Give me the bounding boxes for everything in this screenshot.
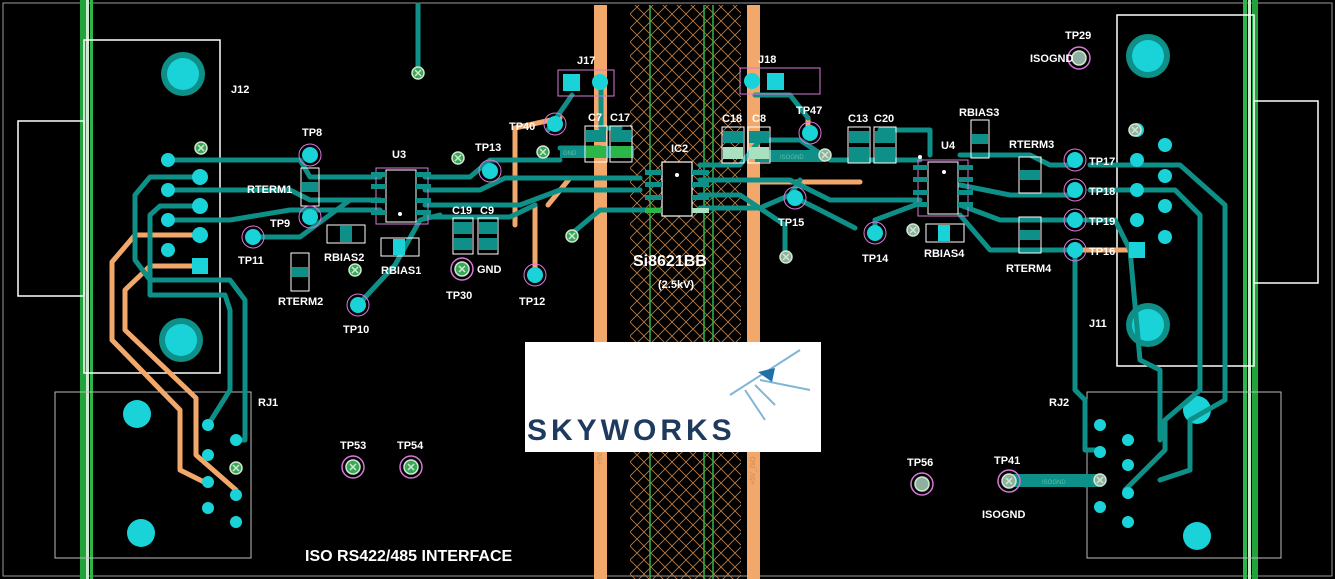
tp53-pad [341, 455, 365, 479]
label-rbias4: RBIAS4 [924, 248, 965, 260]
label-u4: U4 [941, 140, 956, 152]
connector-rj1[interactable] [54, 391, 252, 559]
tp13-pad [478, 159, 502, 183]
label-tp53: TP53 [340, 440, 366, 452]
tp17-pad [1063, 148, 1087, 172]
tp19-pad [1063, 208, 1087, 232]
label-c8: C8 [752, 113, 766, 125]
right-ground-rail [1243, 0, 1258, 579]
label-tp56: TP56 [907, 457, 933, 469]
skyworks-logo-text: SKYWORKS [527, 414, 736, 447]
label-j17: J17 [577, 55, 595, 67]
board-title: ISO RS422/485 INTERFACE [305, 548, 513, 565]
label-tp54: TP54 [397, 440, 424, 452]
silkscreen-labels: J12 J11 RJ1 RJ2 J17 J18 U3 U4 IC2 Si8621… [231, 30, 1115, 565]
tp30-pad [450, 257, 474, 281]
header-j17[interactable] [557, 69, 615, 97]
ic-u4[interactable] [913, 155, 973, 217]
label-tp18: TP18 [1089, 186, 1115, 198]
tp54-pad [399, 455, 423, 479]
tp8-pad [298, 143, 322, 167]
tp18-pad [1063, 178, 1087, 202]
label-j12: J12 [231, 84, 249, 96]
tp15-pad [783, 186, 807, 210]
label-rterm3: RTERM3 [1009, 139, 1054, 151]
ic-ic2-isolator[interactable] [645, 161, 709, 217]
label-c19: C19 [452, 205, 472, 217]
tp14-pad [863, 221, 887, 245]
label-gnd: GND [477, 264, 502, 276]
ic-u3[interactable] [371, 167, 431, 225]
label-tp17: TP17 [1089, 156, 1115, 168]
label-tp19: TP19 [1089, 216, 1115, 228]
test-points [241, 112, 1087, 317]
tp29-pad [1067, 46, 1091, 70]
label-tp13: TP13 [475, 142, 501, 154]
label-tp16: TP16 [1089, 246, 1115, 258]
label-rbias2: RBIAS2 [324, 252, 364, 264]
passives [290, 119, 1042, 292]
label-u3: U3 [392, 149, 406, 161]
label-tp14: TP14 [862, 253, 889, 265]
tp40-pad [543, 112, 567, 136]
svg-text:ISOGND: ISOGND [1042, 480, 1066, 486]
left-ground-rail [80, 0, 93, 579]
label-tp9: TP9 [270, 218, 290, 230]
tp41-pad [997, 469, 1021, 493]
label-c17: C17 [610, 112, 630, 124]
tp11-pad [241, 225, 265, 249]
net-label-plus5v: +5V [597, 452, 604, 465]
label-j18: J18 [758, 54, 776, 66]
skyworks-logo: SKYWORKS [525, 342, 821, 452]
label-tp40: TP40 [509, 121, 535, 133]
tp16-pad [1063, 238, 1087, 262]
label-tp11: TP11 [238, 255, 264, 267]
label-rterm2: RTERM2 [278, 296, 323, 308]
tp12-pad [523, 263, 547, 287]
j12-pins [161, 153, 208, 274]
label-tp29: TP29 [1065, 30, 1091, 42]
label-rbias3: RBIAS3 [959, 107, 999, 119]
label-c7: C7 [588, 112, 602, 124]
label-c13: C13 [848, 113, 868, 125]
label-rterm4: RTERM4 [1006, 263, 1052, 275]
ground-vias [194, 46, 1142, 496]
label-ic2: IC2 [671, 143, 688, 155]
label-tp41: TP41 [994, 455, 1020, 467]
label-c18: C18 [722, 113, 742, 125]
label-j11: J11 [1089, 318, 1107, 330]
label-isolator-part: Si8621BB [633, 253, 707, 270]
label-rj1: RJ1 [258, 397, 278, 409]
label-tp8: TP8 [302, 127, 322, 139]
svg-text:GND: GND [563, 151, 577, 157]
label-tp30: TP30 [446, 290, 472, 302]
label-isognd-bottom: ISOGND [982, 509, 1025, 521]
svg-text:ISOGND: ISOGND [780, 155, 804, 161]
label-tp10: TP10 [343, 324, 369, 336]
label-tp12: TP12 [519, 296, 545, 308]
label-rbias1: RBIAS1 [381, 265, 421, 277]
label-c20: C20 [874, 113, 894, 125]
label-tp47: TP47 [796, 105, 822, 117]
label-rj2: RJ2 [1049, 397, 1069, 409]
label-isolator-rating: (2.5kV) [658, 279, 694, 291]
tp47-pad [798, 121, 822, 145]
connector-j12[interactable] [17, 39, 221, 374]
label-isognd-top: ISOGND [1030, 53, 1073, 65]
label-tp15: TP15 [778, 217, 804, 229]
tp9-pad [298, 205, 322, 229]
tp10-pad [346, 293, 370, 317]
label-c9: C9 [480, 205, 494, 217]
top-layer-traces [132, 2, 1228, 493]
tp56-pad [910, 472, 934, 496]
label-rterm1: RTERM1 [247, 184, 292, 196]
net-label-plus5v-iso: +5V_ISO [750, 456, 757, 485]
header-j18[interactable] [739, 67, 821, 95]
